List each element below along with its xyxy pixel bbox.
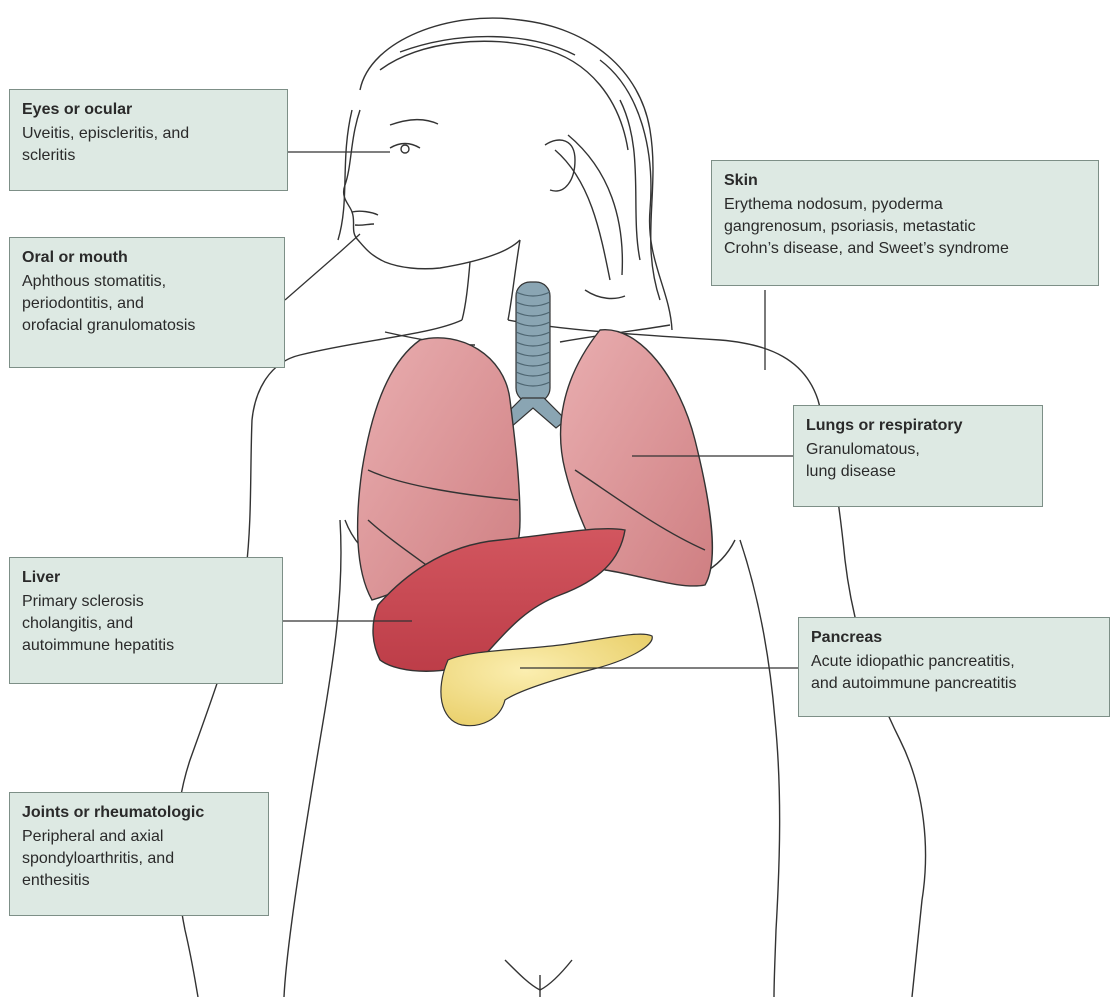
callout-skin-title: Skin [724, 170, 1086, 192]
callout-eyes-title: Eyes or ocular [22, 99, 275, 121]
callout-liver-title: Liver [22, 567, 270, 589]
callout-eyes: Eyes or ocular Uveitis, episcleritis, an… [9, 89, 288, 191]
callout-joints-line: enthesitis [22, 870, 256, 892]
callout-joints: Joints or rheumatologic Peripheral and a… [9, 792, 269, 916]
callout-skin: Skin Erythema nodosum, pyoderma gangreno… [711, 160, 1099, 286]
callout-liver-line: cholangitis, and [22, 613, 270, 635]
callout-pancreas-line: Acute idiopathic pancreatitis, [811, 651, 1097, 673]
callout-skin-line: Crohn’s disease, and Sweet’s syndrome [724, 238, 1086, 260]
callout-oral-line: orofacial granulomatosis [22, 315, 272, 337]
callout-pancreas: Pancreas Acute idiopathic pancreatitis, … [798, 617, 1110, 717]
callout-liver-line: Primary sclerosis [22, 591, 270, 613]
callout-eyes-line: scleritis [22, 145, 275, 167]
callout-liver-line: autoimmune hepatitis [22, 635, 270, 657]
callout-lungs-line: lung disease [806, 461, 1030, 483]
callout-skin-line: gangrenosum, psoriasis, metastatic [724, 216, 1086, 238]
callout-joints-title: Joints or rheumatologic [22, 802, 256, 824]
callout-oral-title: Oral or mouth [22, 247, 272, 269]
callout-lungs-title: Lungs or respiratory [806, 415, 1030, 437]
callout-lungs: Lungs or respiratory Granulomatous, lung… [793, 405, 1043, 507]
callout-skin-line: Erythema nodosum, pyoderma [724, 194, 1086, 216]
callout-oral-line: Aphthous stomatitis, [22, 271, 272, 293]
callout-joints-line: Peripheral and axial [22, 826, 256, 848]
hair-illustration [338, 18, 672, 330]
callout-liver: Liver Primary sclerosis cholangitis, and… [9, 557, 283, 684]
callout-eyes-line: Uveitis, episcleritis, and [22, 123, 275, 145]
callout-joints-line: spondyloarthritis, and [22, 848, 256, 870]
callout-pancreas-title: Pancreas [811, 627, 1097, 649]
callout-pancreas-line: and autoimmune pancreatitis [811, 673, 1097, 695]
callout-lungs-line: Granulomatous, [806, 439, 1030, 461]
callout-oral-line: periodontitis, and [22, 293, 272, 315]
callout-oral: Oral or mouth Aphthous stomatitis, perio… [9, 237, 285, 368]
